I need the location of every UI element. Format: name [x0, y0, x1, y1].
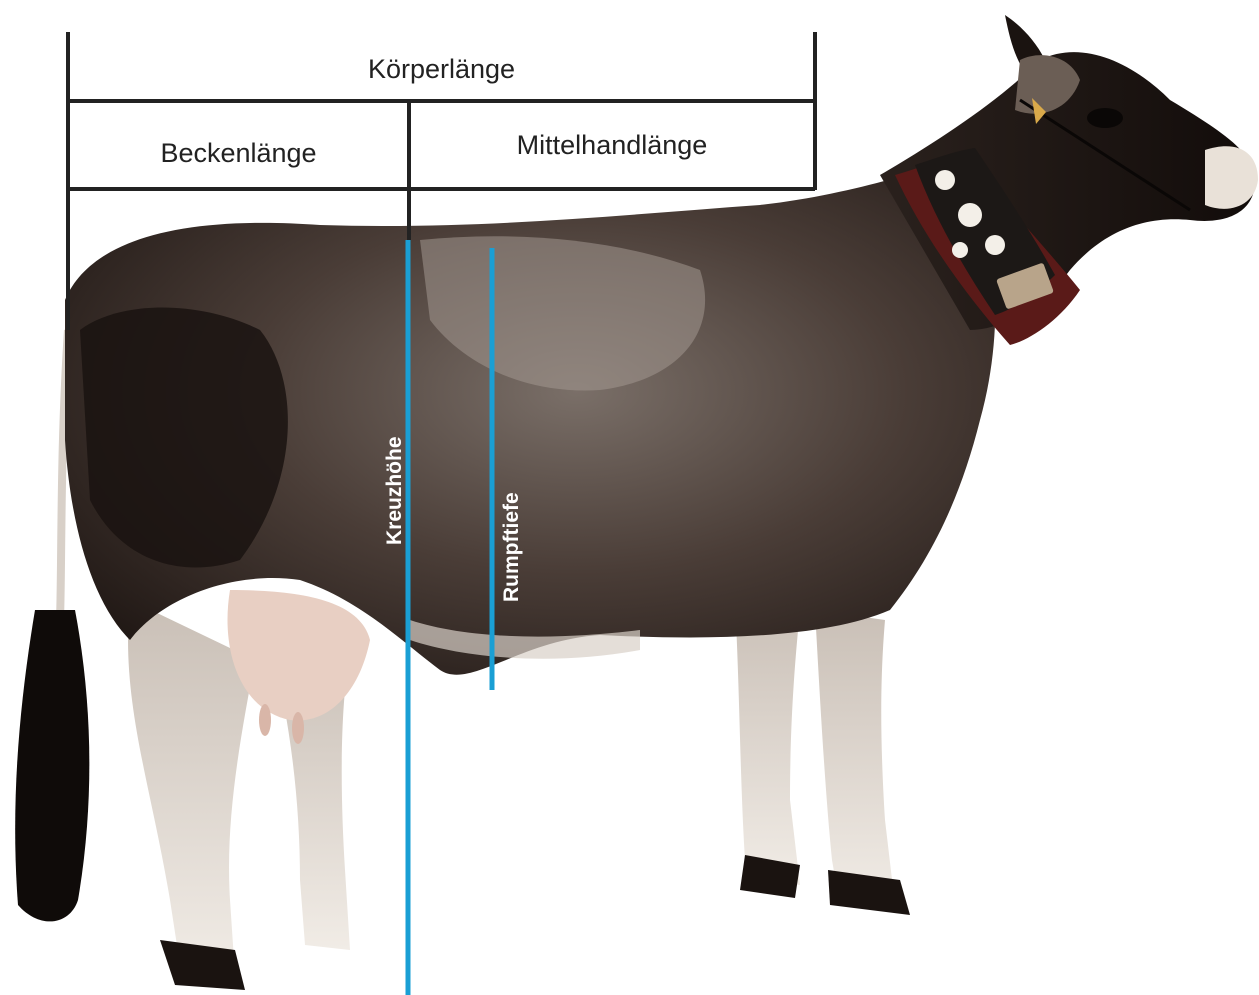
midhand-length-label: Mittelhandlänge [409, 130, 815, 161]
pelvis-length-label: Beckenlänge [68, 138, 409, 169]
body-length-label: Körperlänge [68, 54, 815, 85]
cross-height-label: Kreuzhöhe [383, 436, 407, 545]
height-lines [408, 240, 492, 995]
trunk-depth-label: Rumpftiefe [500, 492, 524, 602]
